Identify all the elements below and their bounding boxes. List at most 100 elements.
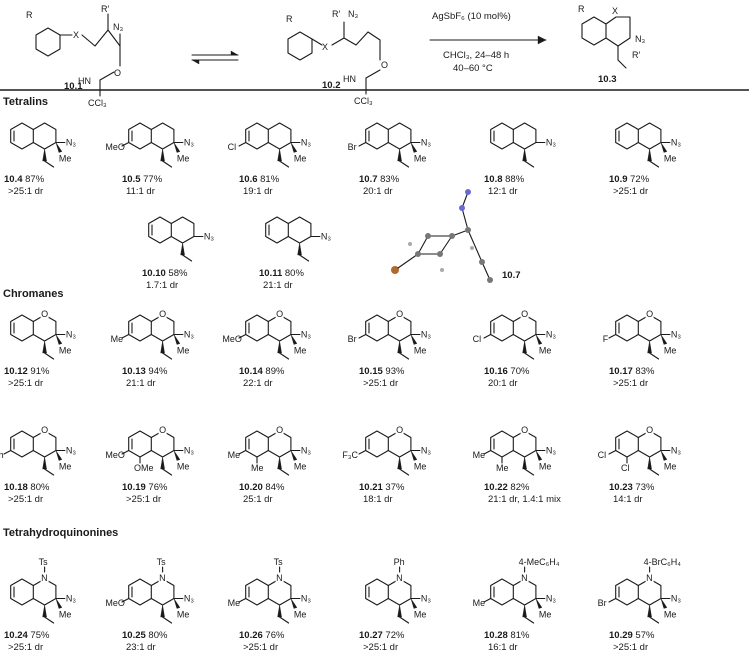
compound-caption: 10.15 93% [359,366,405,377]
xray-structure-image: 10.7 [391,189,521,283]
compound-yield: 81% [510,630,530,641]
aryl-substituent-label: F [603,334,609,344]
compound-number: 10.19 [122,482,146,493]
aryl-substituent-label-2: OMe [134,463,154,473]
compound-dr: >25:1 dr [363,378,398,389]
section-title-thq: Tetrahydroquinonines [3,527,118,539]
aryl-substituent-label: F₃C [342,450,358,460]
compound-number: 10.13 [122,366,146,377]
methyl-label: Me [294,462,307,472]
methyl-label: Me [539,610,552,620]
compound-caption: 10.18 80% [4,482,50,493]
compound-yield: 76% [265,630,285,641]
aryl-substituent-label: Cl [473,334,482,344]
compound-number: 10.4 [4,174,23,185]
compound-yield: 89% [265,366,285,377]
methyl-label: Me [177,154,190,164]
structure-10-3: R X N₃ R′ 10.3 [578,4,645,85]
aryl-substituent-label: Br [348,334,357,344]
compound-caption: 10.21 37% [359,482,405,493]
compound-caption: 10.17 83% [609,366,655,377]
methyl-label: Me [414,462,427,472]
compound-caption: 10.20 84% [239,482,285,493]
compound-caption: 10.19 76% [122,482,168,493]
reagent-text: AgSbF₆ (10 mol%) [432,11,511,22]
compound-dr: 1.7:1 dr [146,280,178,291]
reaction-arrow: AgSbF₆ (10 mol%) CHCl₃, 24–48 h 40–60 °C [429,11,547,74]
structure-10-2: R X R′ N₃ O HN CCl₃ 10.2 [286,9,388,106]
azide-label: N₃ [421,138,431,148]
compound-caption: 10.16 70% [484,366,530,377]
azide-label: N₃ [301,330,311,340]
compound-dr: >25:1 dr [126,494,161,505]
methyl-label: Me [414,610,427,620]
aryl-substituent-label: Br [348,142,357,152]
n-substituent-label: Ts [157,557,167,567]
compound-yield: 72% [385,630,405,641]
label-10-2: 10.2 [322,80,341,91]
azide-label: N₃ [301,594,311,604]
x-atom-label: X [322,42,328,52]
compound-number: 10.6 [239,174,258,185]
compound-number: 10.11 [259,268,283,279]
oxygen-atom: O [396,425,403,435]
compound-yield: 73% [635,482,655,493]
azide-label: N₃ [184,446,194,456]
ccl3-label: CCl₃ [88,98,107,108]
oxygen-atom: O [646,425,653,435]
compound-dr: >25:1 dr [243,642,278,653]
aryl-substituent-label: Me [473,450,486,460]
methyl-label: Me [664,154,677,164]
compound-yield: 80% [30,482,50,493]
methyl-label: Me [664,610,677,620]
header-scheme: R X R′ N₃ O HN CCl₃ 10.1 R [26,4,645,108]
compound-dr: >25:1 dr [8,186,43,197]
methyl-label: Me [59,462,72,472]
compound-dr: 19:1 dr [243,186,273,197]
oxygen-atom: O [396,309,403,319]
n-substituent-label: Ts [39,557,49,567]
compound-yield: 83% [380,174,400,185]
compound-dr: 20:1 dr [363,186,393,197]
compound-number: 10.23 [609,482,633,493]
aryl-substituent-label: Me [111,334,124,344]
aryl-substituent-label-2: Cl [621,463,630,473]
compound-yield: 57% [635,630,655,641]
azide-label: N₃ [66,138,76,148]
compound-number: 10.10 [142,268,166,279]
compound-number: 10.28 [484,630,508,641]
compound-number: 10.24 [4,630,28,641]
label-10-3: 10.3 [598,74,617,85]
azide-label: N₃ [671,138,681,148]
equilibrium-arrows [191,50,239,65]
oxygen-atom: O [646,309,653,319]
aryl-substituent-label: Me [228,598,241,608]
compound-number: 10.15 [359,366,383,377]
compound-caption: 10.14 89% [239,366,285,377]
compound-yield: 80% [148,630,168,641]
compound-dr: 23:1 dr [126,642,156,653]
compound-caption: 10.29 57% [609,630,655,641]
azide-label: N₃ [184,594,194,604]
compound-yield: 76% [148,482,168,493]
azide-label: N₃ [546,138,556,148]
r-group-label: R [578,4,585,14]
aryl-substituent-label-2: Me [251,463,264,473]
compound-number: 10.20 [239,482,263,493]
methyl-label: Me [59,610,72,620]
r-group-label: R [26,10,33,20]
compound-number: 10.14 [239,366,263,377]
compound-dr: 20:1 dr [488,378,518,389]
azide-label: N₃ [301,446,311,456]
